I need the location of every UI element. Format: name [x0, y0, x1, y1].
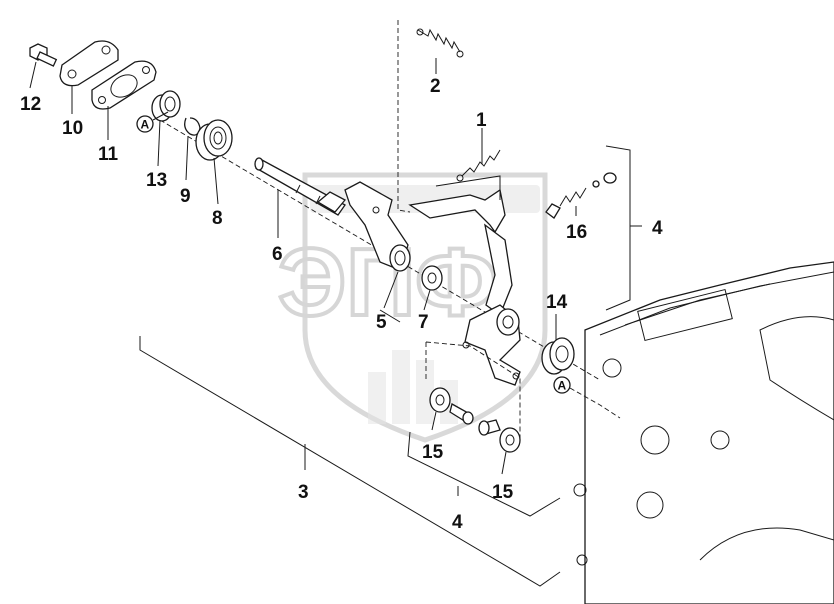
circlip-part-9: [184, 117, 201, 136]
engine-block: [573, 261, 834, 604]
bearing-part-14: [541, 337, 575, 375]
linkage-bracket: [408, 175, 521, 386]
callout-15-left: 15: [422, 442, 444, 463]
spring-part-2: [416, 28, 464, 58]
lever-part-5: [344, 181, 411, 272]
callout-7: 7: [418, 312, 429, 333]
callout-14: 14: [546, 292, 568, 313]
callout-1: 1: [476, 110, 487, 131]
callout-4-lower: 4: [452, 512, 463, 533]
callout-6: 6: [272, 244, 283, 265]
cover-plate-part-10: [59, 40, 119, 87]
callout-5: 5: [376, 312, 387, 333]
roller-part-15-right: [478, 419, 521, 453]
adjusting-screw-part-16: [545, 172, 617, 219]
bearing-part-8: [195, 119, 233, 161]
leader-lines: [29, 20, 642, 587]
roller-part-15-left: [429, 387, 474, 425]
callout-13: 13: [146, 170, 167, 191]
reference-marker-a-right: A: [553, 376, 621, 419]
reference-marker-a-left: A: [136, 111, 169, 133]
callout-12: 12: [20, 94, 41, 115]
marker-a-left-label: A: [141, 118, 150, 132]
callout-8: 8: [212, 208, 223, 229]
callout-4-upper: 4: [652, 218, 663, 239]
shaft-part-6: [254, 157, 347, 216]
washer-part-7: [421, 265, 443, 291]
callout-9: 9: [180, 186, 191, 207]
callout-15-right: 15: [492, 482, 514, 503]
marker-a-right-label: A: [558, 379, 567, 393]
bushing-part-13: [151, 90, 181, 122]
callout-labels: 2 1 12 10 11 13 9 8 6 5 7 16 4 14 15 15 …: [20, 76, 663, 533]
callout-10: 10: [62, 118, 83, 139]
callout-11: 11: [98, 144, 119, 165]
callout-2: 2: [430, 76, 441, 97]
callout-16: 16: [566, 222, 587, 243]
bolt-part-12: [29, 43, 58, 67]
gasket-part-11: [91, 60, 157, 110]
callout-3: 3: [298, 482, 309, 503]
shaft-axis-line: [159, 119, 601, 381]
